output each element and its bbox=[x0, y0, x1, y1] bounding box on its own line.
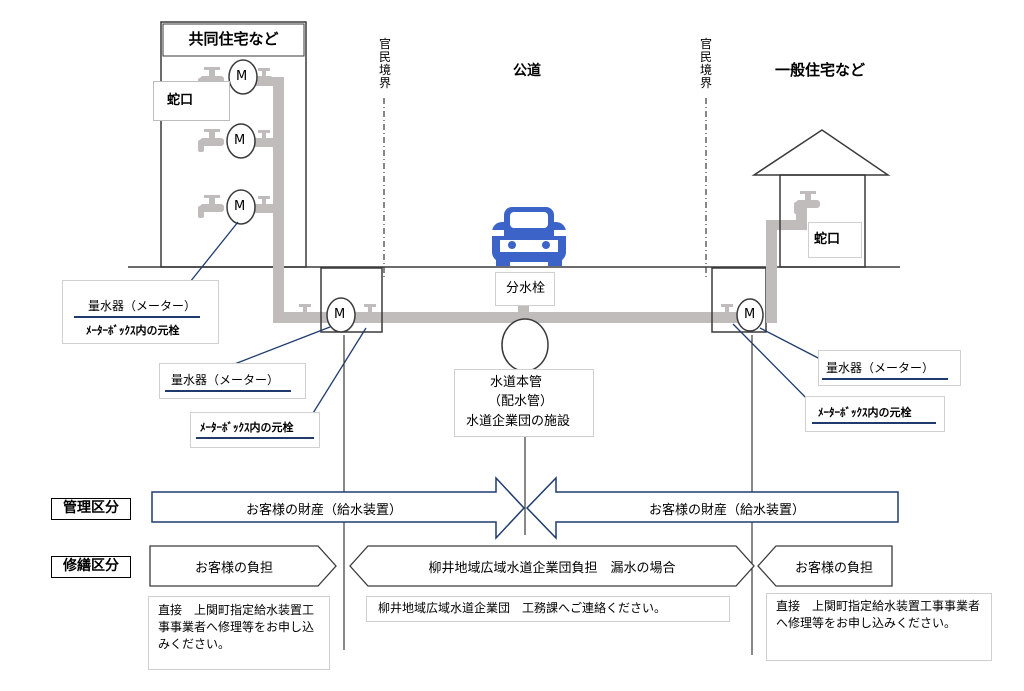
meter-icon bbox=[226, 123, 256, 159]
meter-icon bbox=[326, 297, 356, 333]
car-icon bbox=[492, 207, 566, 266]
management-left-label: お客様の財産（給水装置） bbox=[245, 503, 402, 518]
meter-symbol: M bbox=[744, 307, 756, 322]
repair-left-label: お客様の負担 bbox=[194, 561, 273, 576]
repair-right-label: お客様の負担 bbox=[794, 561, 873, 576]
callout-underline bbox=[822, 378, 948, 380]
repair-right-note: 直接 上関町指定給水装置工事事業者へ修理等をお申し込みください。 bbox=[776, 599, 981, 630]
callout-underline bbox=[74, 316, 200, 318]
management-arrow-left bbox=[151, 476, 526, 540]
apartment-title: 共同住宅など bbox=[188, 30, 279, 48]
repair-arrow-right bbox=[757, 545, 893, 587]
callout-mid-valve: ﾒｰﾀｰﾎﾞｯｸｽ内の元栓 bbox=[200, 421, 294, 434]
apartment-riser bbox=[273, 82, 284, 322]
meter-box-left bbox=[320, 267, 383, 333]
meter-symbol: M bbox=[236, 69, 248, 84]
callout-underline bbox=[196, 437, 314, 439]
public-road-label: 公道 bbox=[513, 63, 541, 79]
faucet-label-left: 蛇口 bbox=[167, 93, 194, 108]
faucet-label-box bbox=[153, 81, 230, 121]
service-pipe-right bbox=[523, 312, 753, 323]
main-pipe-circle bbox=[501, 318, 549, 372]
management-arrow-right bbox=[525, 476, 899, 540]
repair-arrow-left bbox=[149, 545, 337, 587]
leader-line bbox=[759, 327, 823, 361]
repair-middle-label: 柳井地域広域水道企業団負担 漏水の場合 bbox=[428, 561, 676, 576]
apartment-title-box bbox=[162, 23, 305, 57]
service-pipe-left bbox=[273, 312, 523, 323]
boundary-text-right: 官民境界 bbox=[699, 37, 712, 90]
meter-icon bbox=[736, 298, 764, 332]
boundary-text-left: 官民境界 bbox=[378, 37, 391, 90]
faucet-label-box bbox=[808, 222, 862, 258]
meter-symbol: M bbox=[334, 307, 346, 322]
callout-mid-meter: 量水器（メーター） bbox=[171, 373, 280, 387]
repair-left-note: 直接 上関町指定給水装置工事事業者へ修理等をお申し込みください。 bbox=[158, 603, 315, 651]
main-pipe-box bbox=[454, 369, 594, 437]
callout-box bbox=[805, 396, 945, 432]
callout-left-valve: ﾒｰﾀｰﾎﾞｯｸｽ内の元栓 bbox=[86, 324, 180, 337]
callout-left-meter: 量水器（メーター） bbox=[88, 299, 197, 313]
repair-middle-note: 柳井地域広域水道企業団 工務課へご連絡ください。 bbox=[378, 601, 667, 615]
meter-icon bbox=[228, 59, 258, 95]
branch-valve-label: 分水栓 bbox=[506, 281, 546, 296]
faucet-icon bbox=[198, 129, 224, 152]
callout-underline bbox=[812, 422, 936, 424]
meter-symbol: M bbox=[234, 133, 246, 148]
branch-stub bbox=[518, 305, 529, 323]
repair-left-note-box bbox=[148, 596, 330, 670]
management-right-label: お客様の財産（給水装置） bbox=[648, 503, 805, 518]
callout-box bbox=[159, 363, 306, 399]
repair-arrow-middle bbox=[349, 545, 755, 587]
repair-middle-note-box bbox=[366, 596, 730, 622]
meter-symbol: M bbox=[234, 199, 246, 214]
leader-line bbox=[231, 326, 331, 366]
house-title: 一般住宅など bbox=[775, 61, 866, 79]
leader-line bbox=[309, 327, 367, 419]
faucet-icon bbox=[198, 195, 224, 218]
callout-right-valve: ﾒｰﾀｰﾎﾞｯｸｽ内の元栓 bbox=[818, 406, 912, 419]
faucet-label-right: 蛇口 bbox=[814, 232, 841, 247]
leader-line bbox=[185, 221, 239, 288]
management-tag: 管理区分 bbox=[51, 498, 131, 520]
main-pipe-label: 水道本管 bbox=[490, 375, 543, 390]
branch-valve-box bbox=[495, 272, 555, 306]
main-pipe-label: 水道企業団の施設 bbox=[466, 414, 571, 429]
house-riser bbox=[766, 220, 777, 323]
callout-right-meter: 量水器（メーター） bbox=[826, 361, 935, 375]
house-riser-top bbox=[796, 208, 807, 228]
repair-right-note-box bbox=[766, 593, 992, 661]
house-roof bbox=[751, 129, 891, 176]
repair-tag: 修繕区分 bbox=[51, 556, 131, 578]
callout-box bbox=[190, 412, 320, 448]
house-pipe bbox=[766, 220, 807, 230]
meter-icon bbox=[226, 189, 256, 225]
house-body bbox=[779, 174, 866, 268]
main-pipe-label: （配水管） bbox=[488, 394, 554, 409]
callout-underline bbox=[165, 390, 291, 392]
callout-box bbox=[62, 280, 219, 344]
callout-box bbox=[818, 350, 961, 386]
